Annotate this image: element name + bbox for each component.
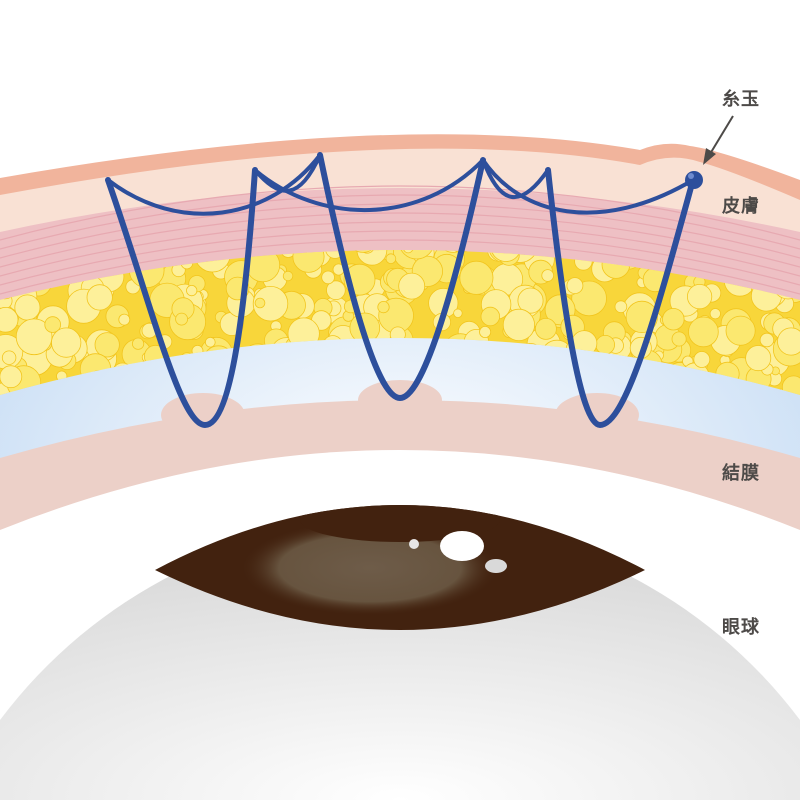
fat-globule [254, 297, 266, 309]
fat-globule [437, 250, 470, 253]
fat-globule [745, 345, 772, 372]
fat-globule [777, 327, 800, 356]
fat-globule [541, 269, 554, 282]
knot-shine [688, 173, 694, 179]
muscle-stripe [0, 221, 800, 277]
muscle-stripe [0, 212, 800, 268]
highlight [440, 531, 484, 561]
fat-globule [479, 325, 492, 338]
fat-globule [385, 253, 397, 265]
fat-globule [688, 316, 719, 348]
fat-globule [517, 287, 544, 314]
fat-globule [14, 294, 41, 321]
fat-globule [282, 270, 294, 282]
muscle-stripe [0, 230, 800, 286]
fat-globule [252, 286, 289, 322]
fat-globule [175, 312, 189, 326]
fat-globule [86, 284, 113, 311]
fat-globule [132, 337, 145, 350]
fat-globule [0, 365, 23, 389]
fat-globule [118, 313, 131, 326]
fat-globule [377, 300, 390, 314]
fat-globule [15, 318, 53, 356]
fat-globule [614, 300, 628, 314]
iris [155, 505, 645, 630]
fat-globule [453, 308, 463, 319]
muscle-stripe [0, 239, 800, 295]
suture-thread [105, 152, 696, 429]
fat-globule [398, 272, 426, 300]
label-knot: 糸玉 [722, 89, 760, 110]
fat-globule [725, 315, 756, 346]
fat-globule [671, 331, 687, 347]
label-eyeball: 眼球 [722, 617, 760, 638]
fat-globule [403, 250, 414, 254]
fat-globule [346, 250, 380, 253]
fat-globule [662, 308, 685, 331]
fat-globule [51, 327, 82, 358]
fat-globule [709, 308, 721, 320]
fat-globule [480, 306, 501, 327]
fat-globule [44, 316, 61, 333]
conjunctiva-bump [161, 393, 245, 437]
arrow-icon [703, 115, 734, 165]
fat-globule [686, 283, 713, 310]
fat-globule [326, 280, 346, 301]
fat-globule [535, 317, 557, 340]
label-skin: 皮膚 [722, 196, 760, 217]
muscle-stripe [0, 194, 800, 250]
fat-globule [94, 332, 120, 358]
suture-knot [685, 171, 703, 189]
fat-globule [502, 308, 536, 341]
fat-globule [186, 284, 198, 297]
fat-globule [459, 260, 494, 295]
fat-globule [292, 250, 325, 273]
fat-globule [321, 270, 335, 285]
fat-globule [595, 334, 615, 355]
muscle-stripe [0, 203, 800, 259]
fat-globule [759, 332, 775, 348]
fat-globule [566, 277, 584, 295]
fat-globule [0, 306, 19, 333]
highlight [485, 559, 507, 573]
eyelid-shadow [300, 505, 500, 542]
fat-globule [693, 351, 711, 368]
fat-globule [359, 250, 375, 254]
highlight [409, 539, 419, 549]
fat-globule [1, 350, 17, 365]
pupil-reflection [240, 520, 500, 616]
muscle-stripes [0, 185, 800, 295]
label-conjunctiva: 結膜 [722, 463, 760, 484]
fat-globule [205, 336, 216, 348]
